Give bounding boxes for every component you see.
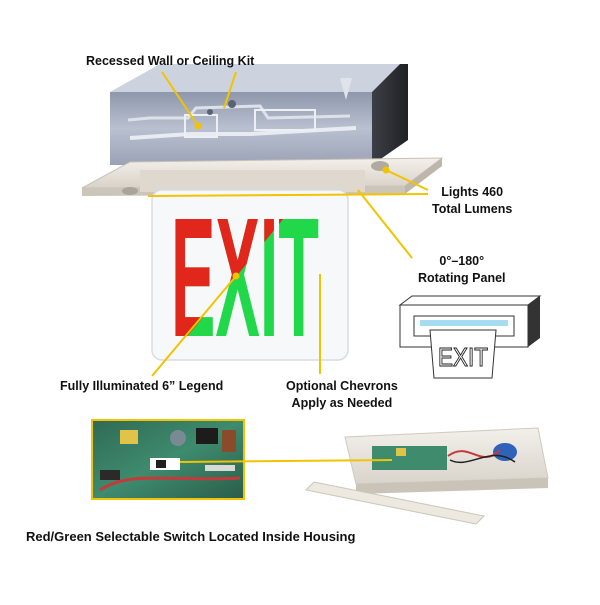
- pcb-switch-slider: [156, 460, 166, 468]
- leader-dot: [382, 166, 390, 174]
- screw: [207, 109, 213, 115]
- callout-legend: Fully Illuminated 6” Legend: [60, 378, 223, 395]
- leader-line-legend: [151, 275, 237, 377]
- opened-housing: [304, 427, 549, 525]
- pcb-wire: [99, 476, 241, 492]
- lamp-light: [122, 187, 138, 195]
- pcb-component: [205, 465, 235, 471]
- leader-line-kit: [161, 71, 199, 127]
- callout-switch-text: Red/Green Selectable Switch Located Insi…: [26, 529, 356, 544]
- pcb-chip: [100, 470, 120, 480]
- pcb-connector: [196, 428, 218, 444]
- mounting-rail: [129, 126, 357, 140]
- housing-wire: [449, 454, 516, 464]
- inset-panel: [429, 329, 497, 379]
- housing-battery: [493, 443, 517, 461]
- leader-line-lights: [385, 169, 429, 191]
- housing-top: [110, 64, 400, 92]
- recessed-kit-housing: [110, 64, 408, 165]
- callout-chevrons-line2: Apply as Needed: [291, 396, 393, 410]
- callout-panel-line2: Rotating Panel: [418, 271, 506, 285]
- callout-lights-line1: Lights 460: [441, 185, 504, 199]
- housing-wire: [447, 449, 501, 459]
- callout-chevrons-line1: Optional Chevrons: [286, 379, 398, 393]
- leader-lines: [147, 71, 429, 463]
- housing-cover: [304, 481, 486, 525]
- callout-switch: Red/Green Selectable Switch Located Insi…: [26, 528, 355, 545]
- pcb-capacitor: [120, 430, 138, 444]
- callout-recessed-kit: Recessed Wall or Ceiling Kit: [86, 53, 254, 70]
- callout-recessed-kit-text: Recessed Wall or Ceiling Kit: [86, 54, 255, 68]
- bracket-clip-left: [184, 114, 218, 138]
- pcb-wire: [222, 430, 236, 452]
- leader-line-kit: [223, 71, 237, 109]
- trim-plate-side: [405, 158, 442, 194]
- housing-capacitor: [396, 448, 406, 456]
- callout-legend-text: Fully Illuminated 6” Legend: [60, 379, 224, 393]
- leader-line-switch: [179, 459, 393, 463]
- callout-chevrons: Optional Chevrons Apply as Needed: [286, 378, 398, 412]
- callout-rotating-panel: 0°–180° Rotating Panel: [418, 253, 506, 287]
- housing-pcb: [372, 446, 447, 470]
- inset-top: [398, 295, 542, 306]
- leader-dot: [194, 122, 202, 130]
- pcb-capacitor: [170, 430, 186, 446]
- screw: [228, 100, 236, 108]
- pcb-detail: [91, 419, 245, 500]
- housing-side: [372, 64, 408, 165]
- rotating-panel-drawing: EXIT: [398, 295, 542, 379]
- callout-panel-line1: 0°–180°: [439, 254, 485, 268]
- mounting-bracket: [127, 104, 351, 122]
- housing-tray-edge: [356, 478, 548, 494]
- inset-exit-legend: EXIT: [438, 342, 488, 372]
- inset-side: [528, 296, 540, 347]
- leader-dot: [232, 272, 240, 280]
- spring-clip: [340, 78, 352, 100]
- inset-light-bar: [420, 320, 508, 326]
- edge-lit-panel: EXIT EXIT: [151, 183, 349, 373]
- leader-line-lights: [147, 193, 429, 197]
- bracket-clip-right: [254, 109, 316, 131]
- exit-legend-green: EXIT: [171, 183, 319, 373]
- leader-line-panel: [357, 189, 413, 259]
- callout-lights: Lights 460 Total Lumens: [432, 184, 512, 218]
- callout-lights-line2: Total Lumens: [432, 202, 513, 216]
- canopy: [140, 170, 365, 192]
